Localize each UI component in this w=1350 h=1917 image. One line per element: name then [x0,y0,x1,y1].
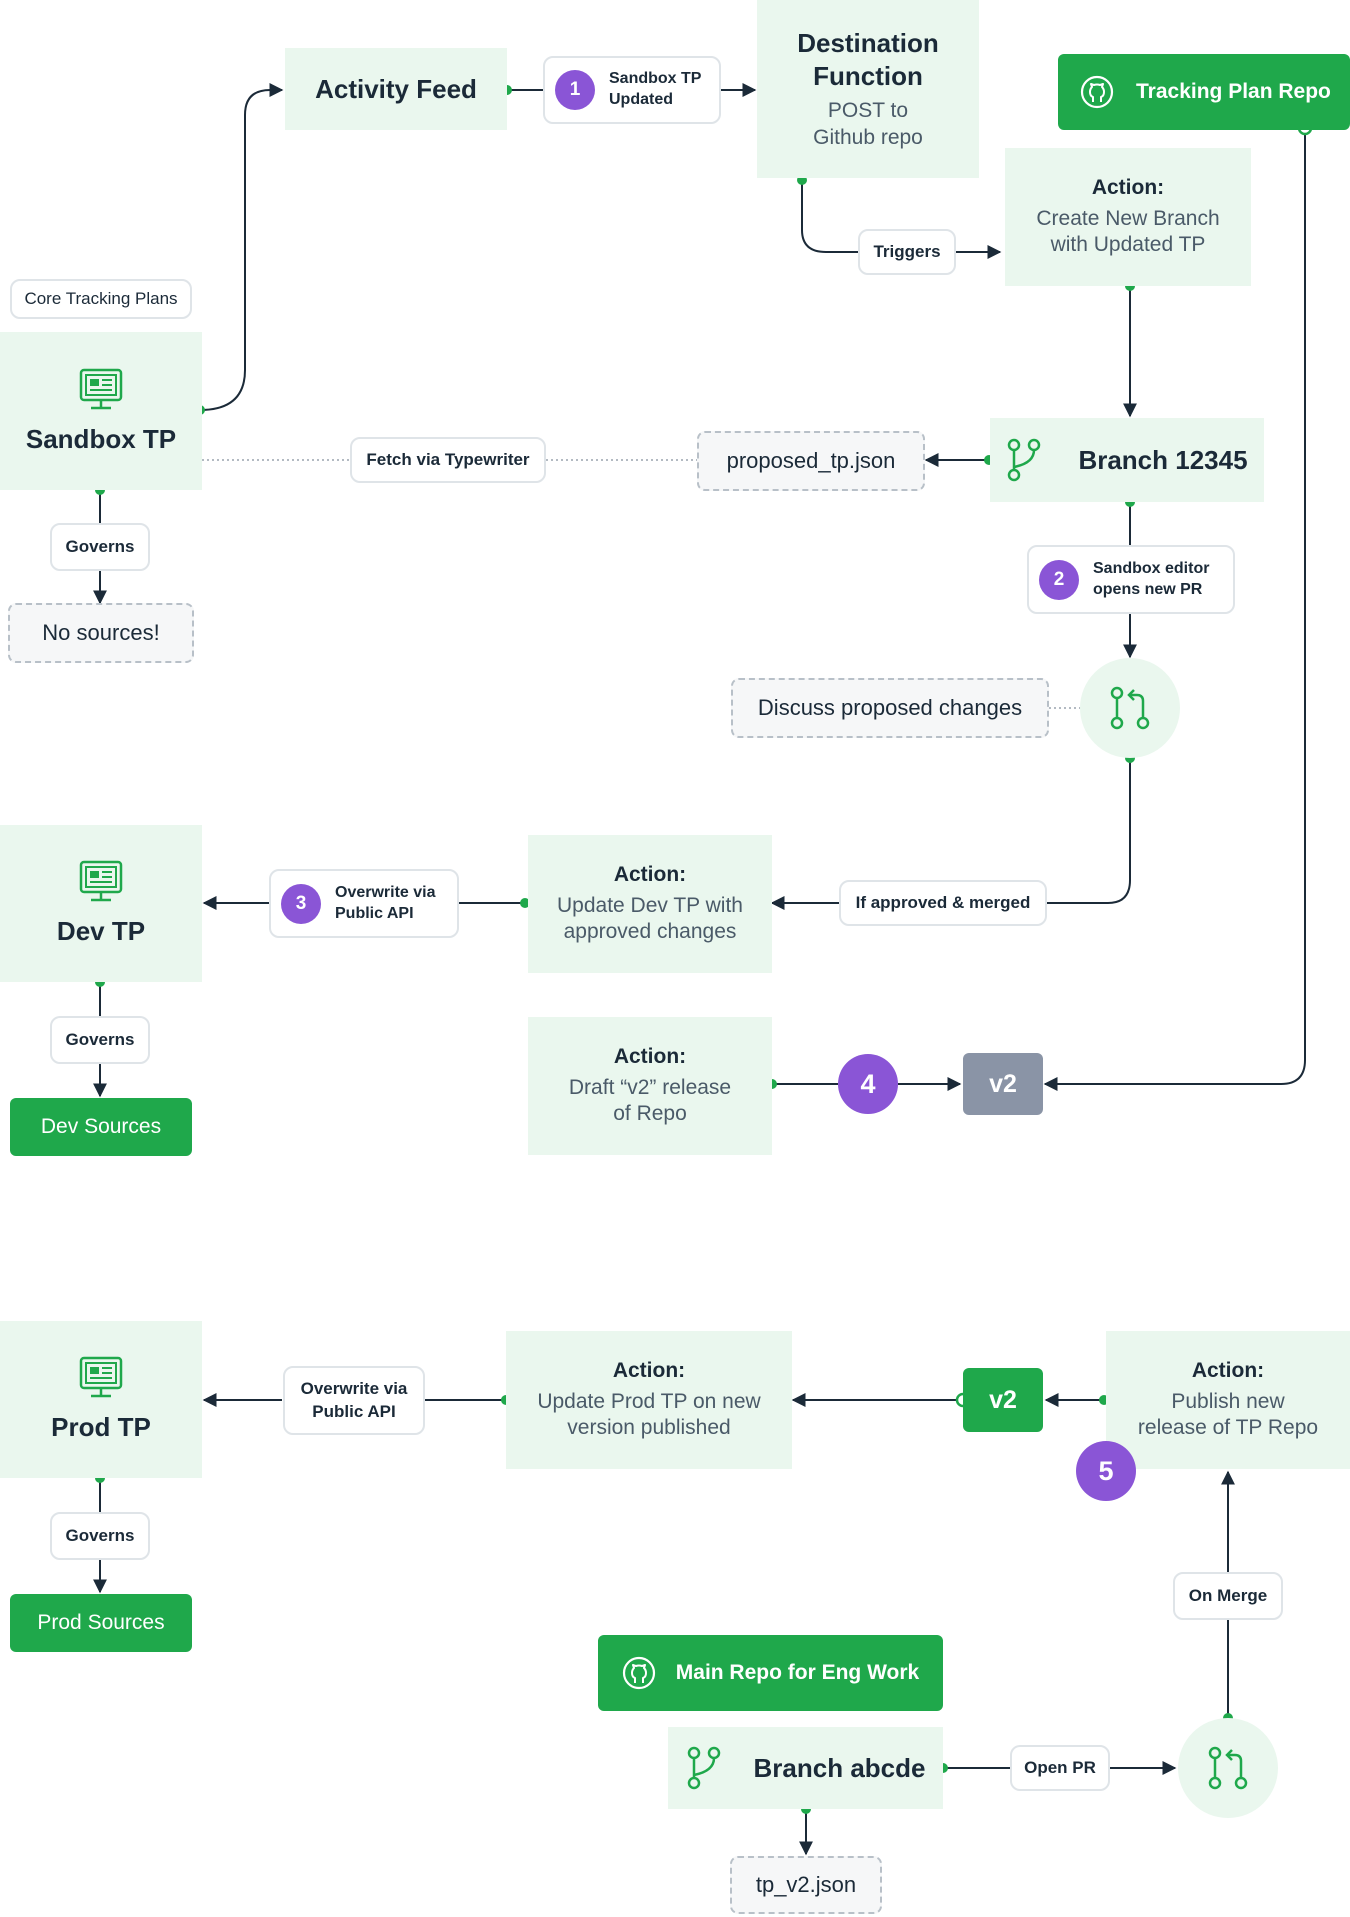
update-dev-action-node: Action: Update Dev TP with approved chan… [528,835,772,973]
prod-sources-button[interactable]: Prod Sources [10,1594,192,1652]
github-icon [622,1656,655,1690]
core-tracking-plans-label: Core Tracking Plans [10,279,192,319]
main-repo-button[interactable]: Main Repo for Eng Work [598,1635,943,1711]
tracking-plan-repo-label: Tracking Plan Repo [1136,80,1331,103]
on-merge-label: On Merge [1173,1572,1283,1620]
if-approved-merged-label: If approved & merged [839,880,1047,926]
step3-pill: 3 Overwrite via Public API [269,869,459,938]
branch-12345-node: Branch 12345 [990,418,1264,502]
pull-request-node [1080,658,1180,758]
prod-tp-title: Prod TP [51,1412,151,1443]
edge-repo-to-v2 [1043,128,1306,1091]
step1-pill: 1 Sandbox TP Updated [543,56,721,124]
git-branch-icon [687,1746,720,1790]
step1-number: 1 [555,70,595,110]
step1-label: Sandbox TP Updated [609,70,702,108]
dev-tp-title: Dev TP [56,916,146,947]
draft-release-action-node: Action: Draft “v2” release of Repo [528,1017,772,1155]
governs-dev-label: Governs [50,1016,150,1064]
proposed-tp-json-node: proposed_tp.json [697,431,925,491]
tracking-plan-icon [79,1357,123,1398]
step3-label: Overwrite via Public API [335,883,436,922]
dev-tp-node: Dev TP [0,825,202,982]
sandbox-tp-title: Sandbox TP [25,423,177,454]
publish-release-action-node: Action: Publish new release of TP Repo [1106,1331,1350,1469]
tp-v2-json-node: tp_v2.json [730,1856,882,1914]
triggers-label: Triggers [858,229,956,275]
update-dev-action-head: Action: [613,862,687,886]
draft-release-action-head: Action: [613,1044,687,1068]
step5-number: 5 [1076,1441,1136,1501]
edge-sandbox-to-activity [199,83,284,411]
governs-prod-label: Governs [50,1512,150,1560]
draft-release-action-body: Draft “v2” release of Repo [568,1075,732,1125]
discuss-changes-node: Discuss proposed changes [731,678,1049,738]
no-sources-node: No sources! [8,603,194,663]
branch-abcde-title: Branch abcde [753,1752,926,1783]
pull-request-node-bottom [1178,1718,1278,1818]
publish-release-action-body: Publish new release of TP Repo [1137,1389,1319,1439]
update-dev-action-body: Update Dev TP with approved changes [557,893,743,943]
tracking-plan-icon [79,368,123,409]
activity-feed-title: Activity Feed [315,73,477,104]
open-pr-label: Open PR [1010,1745,1110,1791]
branch-12345-title: Branch 12345 [1078,444,1248,475]
step2-pill: 2 Sandbox editor opens new PR [1027,545,1235,614]
publish-release-action-head: Action: [1191,1358,1265,1382]
overwrite-prod-label: Overwrite via Public API [283,1366,425,1435]
update-prod-action-node: Action: Update Prod TP on new version pu… [506,1331,792,1469]
pull-request-icon [1208,1746,1248,1790]
sandbox-tp-node: Sandbox TP [0,332,202,490]
destination-function-title: Destination Function [797,28,939,91]
dot [520,898,530,908]
github-icon [1080,75,1114,109]
dev-sources-button[interactable]: Dev Sources [10,1098,192,1156]
destination-function-sub: POST to Github repo [813,99,923,149]
step3-number: 3 [281,883,321,924]
pull-request-icon [1110,686,1150,730]
edge-pr-to-approved [1047,758,1131,904]
activity-feed-node: Activity Feed [285,48,507,130]
update-prod-action-head: Action: [612,1358,686,1382]
destination-function-node: Destination Function POST to Github repo [757,0,979,178]
git-branch-icon [1008,438,1041,482]
v2-published-badge: v2 [963,1368,1043,1432]
step4-number: 4 [838,1054,898,1114]
create-branch-action-node: Action: Create New Branch with Updated T… [1005,148,1251,286]
prod-tp-node: Prod TP [0,1321,202,1478]
branch-abcde-node: Branch abcde [668,1727,943,1809]
step2-label: Sandbox editor opens new PR [1093,559,1210,598]
create-branch-action-body: Create New Branch with Updated TP [1036,206,1220,256]
tracking-plan-repo-button[interactable]: Tracking Plan Repo [1058,54,1350,130]
edge-destination-triggers [801,180,858,253]
create-branch-action-head: Action: [1091,175,1165,199]
v2-draft-badge: v2 [963,1053,1043,1115]
tracking-plan-icon [79,861,123,902]
fetch-via-typewriter-label: Fetch via Typewriter [350,437,546,483]
step2-number: 2 [1039,559,1079,600]
update-prod-action-body: Update Prod TP on new version published [537,1389,761,1439]
main-repo-label: Main Repo for Eng Work [675,1661,920,1684]
governs-sandbox-label: Governs [50,523,150,571]
